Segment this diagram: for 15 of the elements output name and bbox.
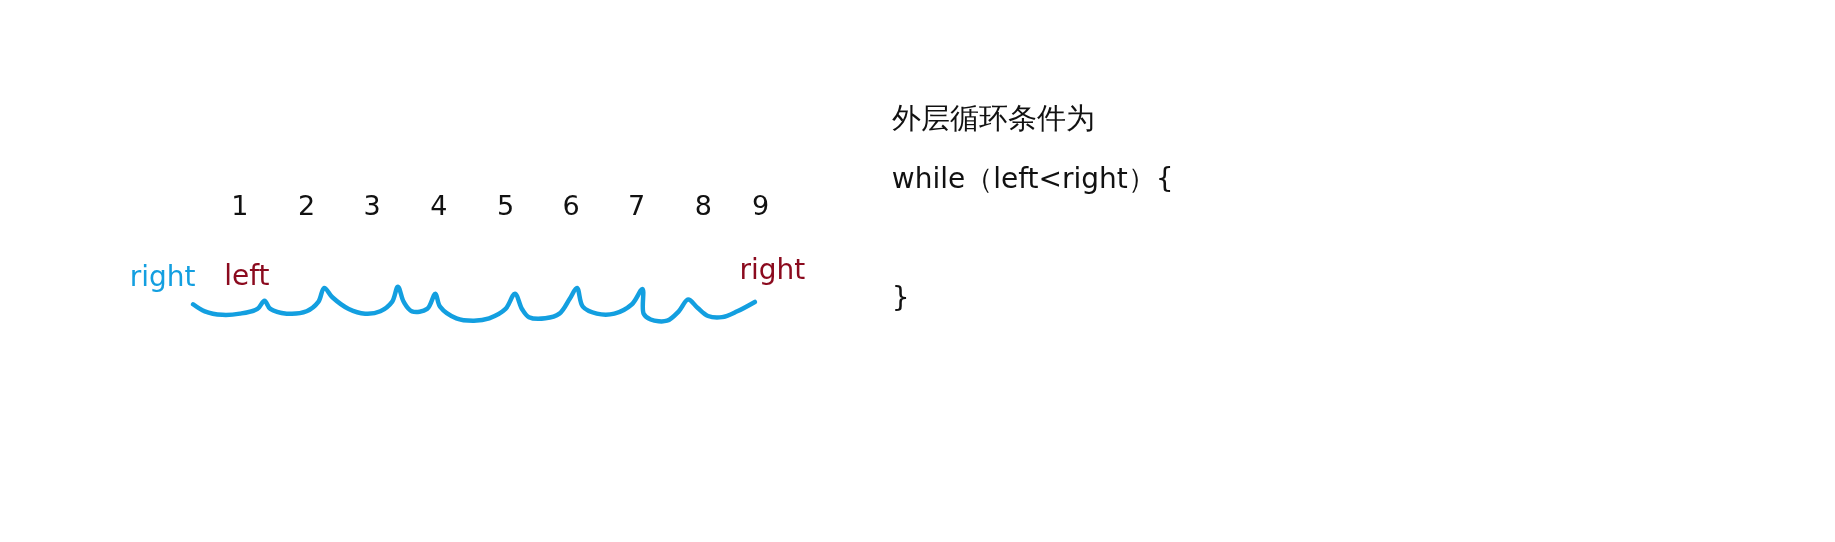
pointer-label: right	[739, 256, 806, 285]
pointer-label: left	[224, 262, 270, 291]
index-number: 4	[430, 191, 448, 219]
note-text: 外层循环条件为	[891, 103, 1095, 133]
index-number: 2	[298, 191, 316, 219]
code-line: while（left<right）{	[891, 165, 1174, 194]
index-number: 9	[752, 191, 770, 219]
index-number: 5	[496, 191, 515, 219]
index-number: 3	[363, 191, 381, 219]
index-number: 6	[562, 191, 580, 219]
code-line: }	[891, 284, 910, 313]
index-number: 7	[628, 191, 646, 219]
index-number: 8	[694, 191, 712, 219]
pointer-label: right	[129, 263, 196, 292]
index-number: 1	[231, 191, 249, 219]
